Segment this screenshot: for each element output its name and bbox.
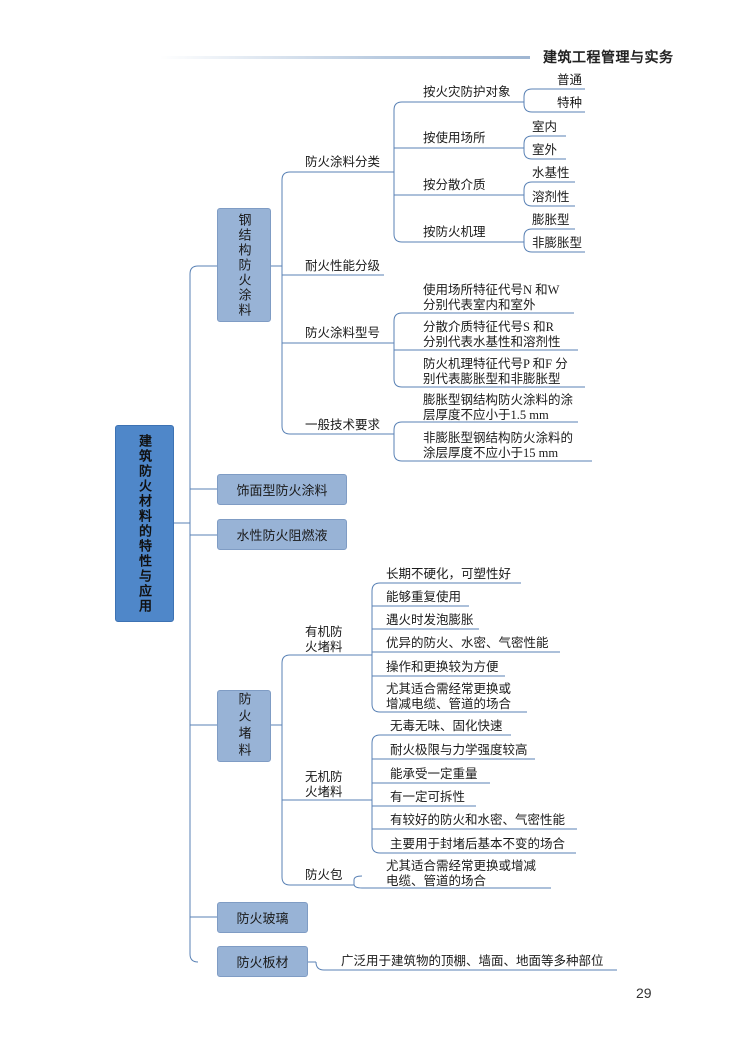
fire-bag-text: 尤其适合需经常更换或增减 电缆、管道的场合: [386, 859, 536, 889]
label-by-object: 按火灾防护对象: [423, 85, 511, 99]
model-item-3-line-1: 防火机理特征代号P 和F 分: [423, 357, 568, 371]
node-water-retardant: 水性防火阻燃液: [217, 519, 347, 550]
organic-item-3: 遇火时发泡膨胀: [386, 613, 474, 627]
node-fire-board: 防火板材: [217, 946, 308, 977]
leaf-special: 特种: [557, 96, 583, 110]
label-classification: 防火涂料分类: [305, 155, 381, 169]
node-water-retardant-label: 水性防火阻燃液: [236, 528, 328, 543]
organic-item-5: 操作和更换较为方便: [386, 660, 499, 674]
fire-board-text: 广泛用于建筑物的顶棚、墙面、地面等多种部位: [341, 954, 604, 968]
tech-item-1-line-1: 膨胀型钢结构防火涂料的涂: [423, 393, 574, 407]
node-decorative-coating-label: 饰面型防火涂料: [236, 483, 328, 498]
tech-item-1: 膨胀型钢结构防火涂料的涂 层厚度不应小于1.5 mm: [423, 393, 573, 423]
organic-item-2: 能够重复使用: [386, 590, 462, 604]
fire-bag-text-line-2: 电缆、管道的场合: [386, 874, 487, 888]
leaf-water-based: 水基性: [532, 166, 570, 180]
leaf-ordinary: 普通: [557, 73, 583, 87]
inorganic-item-5: 有较好的防火和水密、气密性能: [390, 813, 566, 827]
node-steel-coating-label: 钢结构防火涂料: [236, 212, 252, 318]
label-organic-sealant-line-2: 火堵料: [305, 640, 343, 654]
model-item-2-line-1: 分散介质特征代号S 和R: [423, 320, 554, 334]
root-node: 建筑防火材料的特性与应用: [115, 425, 174, 622]
organic-item-6-line-1: 尤其适合需经常更换或: [386, 682, 512, 696]
organic-item-6-line-2: 增减电缆、管道的场合: [386, 697, 512, 711]
node-fire-sealant-label: 防火堵料: [236, 692, 252, 760]
header-decor-line: [160, 56, 530, 59]
label-organic-sealant-line-1: 有机防: [305, 625, 343, 639]
label-by-place: 按使用场所: [423, 131, 486, 145]
fire-bag-text-line-1: 尤其适合需经常更换或增减: [386, 859, 537, 873]
node-fire-glass: 防火玻璃: [217, 902, 308, 933]
label-fire-rating: 耐火性能分级: [305, 259, 381, 273]
inorganic-item-6: 主要用于封堵后基本不变的场合: [390, 837, 566, 851]
node-fire-board-label: 防火板材: [236, 955, 289, 970]
label-inorganic-sealant-line-2: 火堵料: [305, 785, 343, 799]
root-label: 建筑防火材料的特性与应用: [137, 433, 152, 614]
label-model: 防火涂料型号: [305, 326, 381, 340]
model-item-1: 使用场所特征代号N 和W 分别代表室内和室外: [423, 283, 559, 313]
node-steel-coating: 钢结构防火涂料: [217, 208, 271, 322]
organic-item-6: 尤其适合需经常更换或 增减电缆、管道的场合: [386, 682, 511, 712]
tech-item-2-line-1: 非膨胀型钢结构防火涂料的: [423, 431, 574, 445]
model-item-3: 防火机理特征代号P 和F 分 别代表膨胀型和非膨胀型: [423, 357, 568, 387]
node-fire-glass-label: 防火玻璃: [236, 911, 289, 926]
inorganic-item-1: 无毒无味、固化快速: [390, 719, 503, 733]
tech-item-1-line-2: 层厚度不应小于1.5 mm: [423, 408, 549, 422]
leaf-outdoor: 室外: [532, 143, 558, 157]
label-organic-sealant: 有机防 火堵料: [305, 625, 343, 655]
label-by-mechanism: 按防火机理: [423, 225, 486, 239]
inorganic-item-2: 耐火极限与力学强度较高: [390, 743, 528, 757]
model-item-2: 分散介质特征代号S 和R 分别代表水基性和溶剂性: [423, 320, 561, 350]
node-decorative-coating: 饰面型防火涂料: [217, 474, 347, 505]
leaf-solvent: 溶剂性: [532, 190, 570, 204]
model-item-1-line-2: 分别代表室内和室外: [423, 298, 536, 312]
tech-item-2-line-2: 涂层厚度不应小于15 mm: [423, 446, 559, 460]
model-item-1-line-1: 使用场所特征代号N 和W: [423, 283, 560, 297]
label-inorganic-sealant: 无机防 火堵料: [305, 770, 343, 800]
label-tech-requirements: 一般技术要求: [305, 418, 381, 432]
header-title: 建筑工程管理与实务: [543, 49, 674, 65]
leaf-intumescent: 膨胀型: [532, 213, 570, 227]
page-number: 29: [636, 985, 652, 1001]
inorganic-item-3: 能承受一定重量: [390, 767, 478, 781]
label-by-medium: 按分散介质: [423, 178, 486, 192]
label-fire-bag: 防火包: [305, 868, 343, 882]
model-item-2-line-2: 分别代表水基性和溶剂性: [423, 335, 561, 349]
leaf-indoor: 室内: [532, 120, 558, 134]
label-inorganic-sealant-line-1: 无机防: [305, 770, 343, 784]
inorganic-item-4: 有一定可拆性: [390, 790, 466, 804]
organic-item-1: 长期不硬化，可塑性好: [386, 567, 512, 581]
leaf-non-intumescent: 非膨胀型: [532, 236, 583, 250]
node-fire-sealant: 防火堵料: [217, 690, 271, 762]
model-item-3-line-2: 别代表膨胀型和非膨胀型: [423, 372, 561, 386]
tech-item-2: 非膨胀型钢结构防火涂料的 涂层厚度不应小于15 mm: [423, 431, 573, 461]
organic-item-4: 优异的防火、水密、气密性能: [386, 636, 549, 650]
